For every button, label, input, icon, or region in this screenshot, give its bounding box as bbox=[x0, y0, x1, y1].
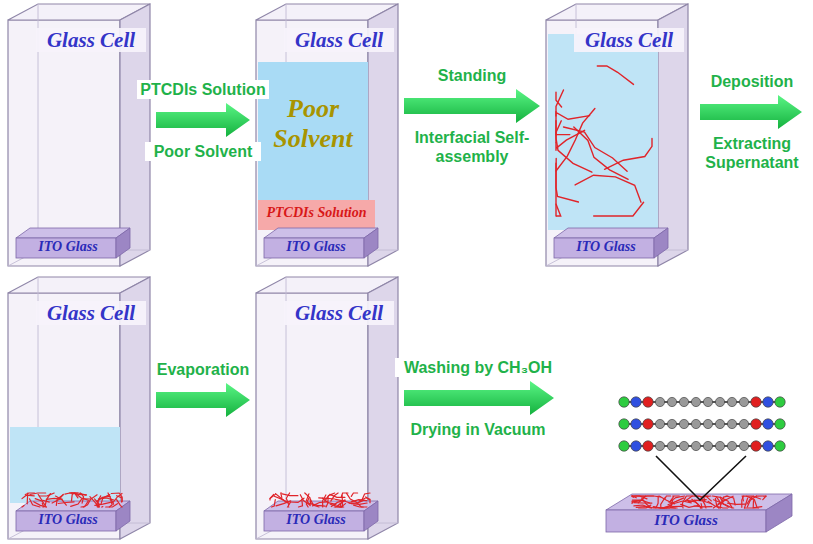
step-label: Poor Solvent bbox=[145, 142, 261, 161]
ito-glass-slab-label: ITO Glass bbox=[554, 239, 658, 255]
glass-cell-label: Glass Cell bbox=[284, 301, 394, 325]
step-label: Extracting Supernatant bbox=[698, 134, 806, 172]
solution-layer-label: PTCDIs Solution bbox=[258, 205, 375, 221]
arrow-label: Washing by CH₃OH bbox=[395, 358, 561, 377]
process-arrow bbox=[156, 103, 250, 137]
ito-glass-substrate: ITO Glass bbox=[560, 384, 796, 536]
solvent-layer: Poor Solvent bbox=[260, 64, 366, 198]
ito-slabs bbox=[16, 228, 792, 532]
arrow-label: Evaporation bbox=[151, 360, 255, 379]
ito-glass-slab-label: ITO Glass bbox=[264, 239, 368, 255]
fiber-network bbox=[556, 66, 652, 216]
ito-glass-slab: ITO Glass bbox=[262, 499, 382, 533]
fiber-film bbox=[22, 493, 122, 507]
arrow-label: Standing bbox=[412, 66, 532, 85]
glass-cell-label: Glass Cell bbox=[284, 28, 394, 52]
molecular-stack bbox=[619, 397, 785, 451]
step-label: Deposition bbox=[700, 72, 804, 91]
glass-cell: Glass CellPoor SolventPTCDIs SolutionITO… bbox=[256, 4, 398, 266]
arrow-label: PTCDIs Solution bbox=[137, 80, 269, 99]
glass-cell-label: Glass Cell bbox=[574, 28, 684, 52]
solvent-layer-label: Poor Solvent bbox=[260, 94, 366, 154]
step-label: Interfacial Self-assembly bbox=[402, 128, 542, 166]
glass-cell-label: Glass Cell bbox=[36, 28, 146, 52]
glass-cell: Glass CellITO Glass bbox=[8, 277, 150, 539]
ito-glass-slab: ITO Glass bbox=[552, 226, 672, 260]
glass-cell: Glass CellITO Glass bbox=[546, 4, 688, 266]
glass-cell: Glass CellITO Glass bbox=[256, 277, 398, 539]
ito-glass-substrate-label: ITO Glass bbox=[606, 512, 766, 529]
ito-glass-slab-label: ITO Glass bbox=[264, 512, 368, 528]
ito-glass-slab-label: ITO Glass bbox=[16, 239, 120, 255]
step-label: Drying in Vacuum bbox=[400, 420, 556, 439]
process-arrow bbox=[404, 89, 540, 123]
process-arrow bbox=[156, 383, 250, 417]
glass-cell-label: Glass Cell bbox=[36, 301, 146, 325]
stack-leader-lines bbox=[656, 456, 746, 500]
liquids bbox=[10, 34, 658, 503]
ito-glass-slab: ITO Glass bbox=[14, 226, 134, 260]
fiber-film bbox=[632, 496, 766, 508]
ito-glass-slab: ITO Glass bbox=[14, 499, 134, 533]
solution-layer: PTCDIs Solution bbox=[258, 200, 375, 226]
ito-glass-slab-label: ITO Glass bbox=[16, 512, 120, 528]
glass-cell: Glass CellITO Glass bbox=[8, 4, 150, 266]
ito-glass-slab: ITO Glass bbox=[262, 226, 382, 260]
glass-cell-outlines bbox=[8, 4, 688, 539]
fiber-film bbox=[270, 493, 370, 507]
step-arrow bbox=[700, 95, 802, 129]
process-arrow bbox=[404, 381, 554, 415]
